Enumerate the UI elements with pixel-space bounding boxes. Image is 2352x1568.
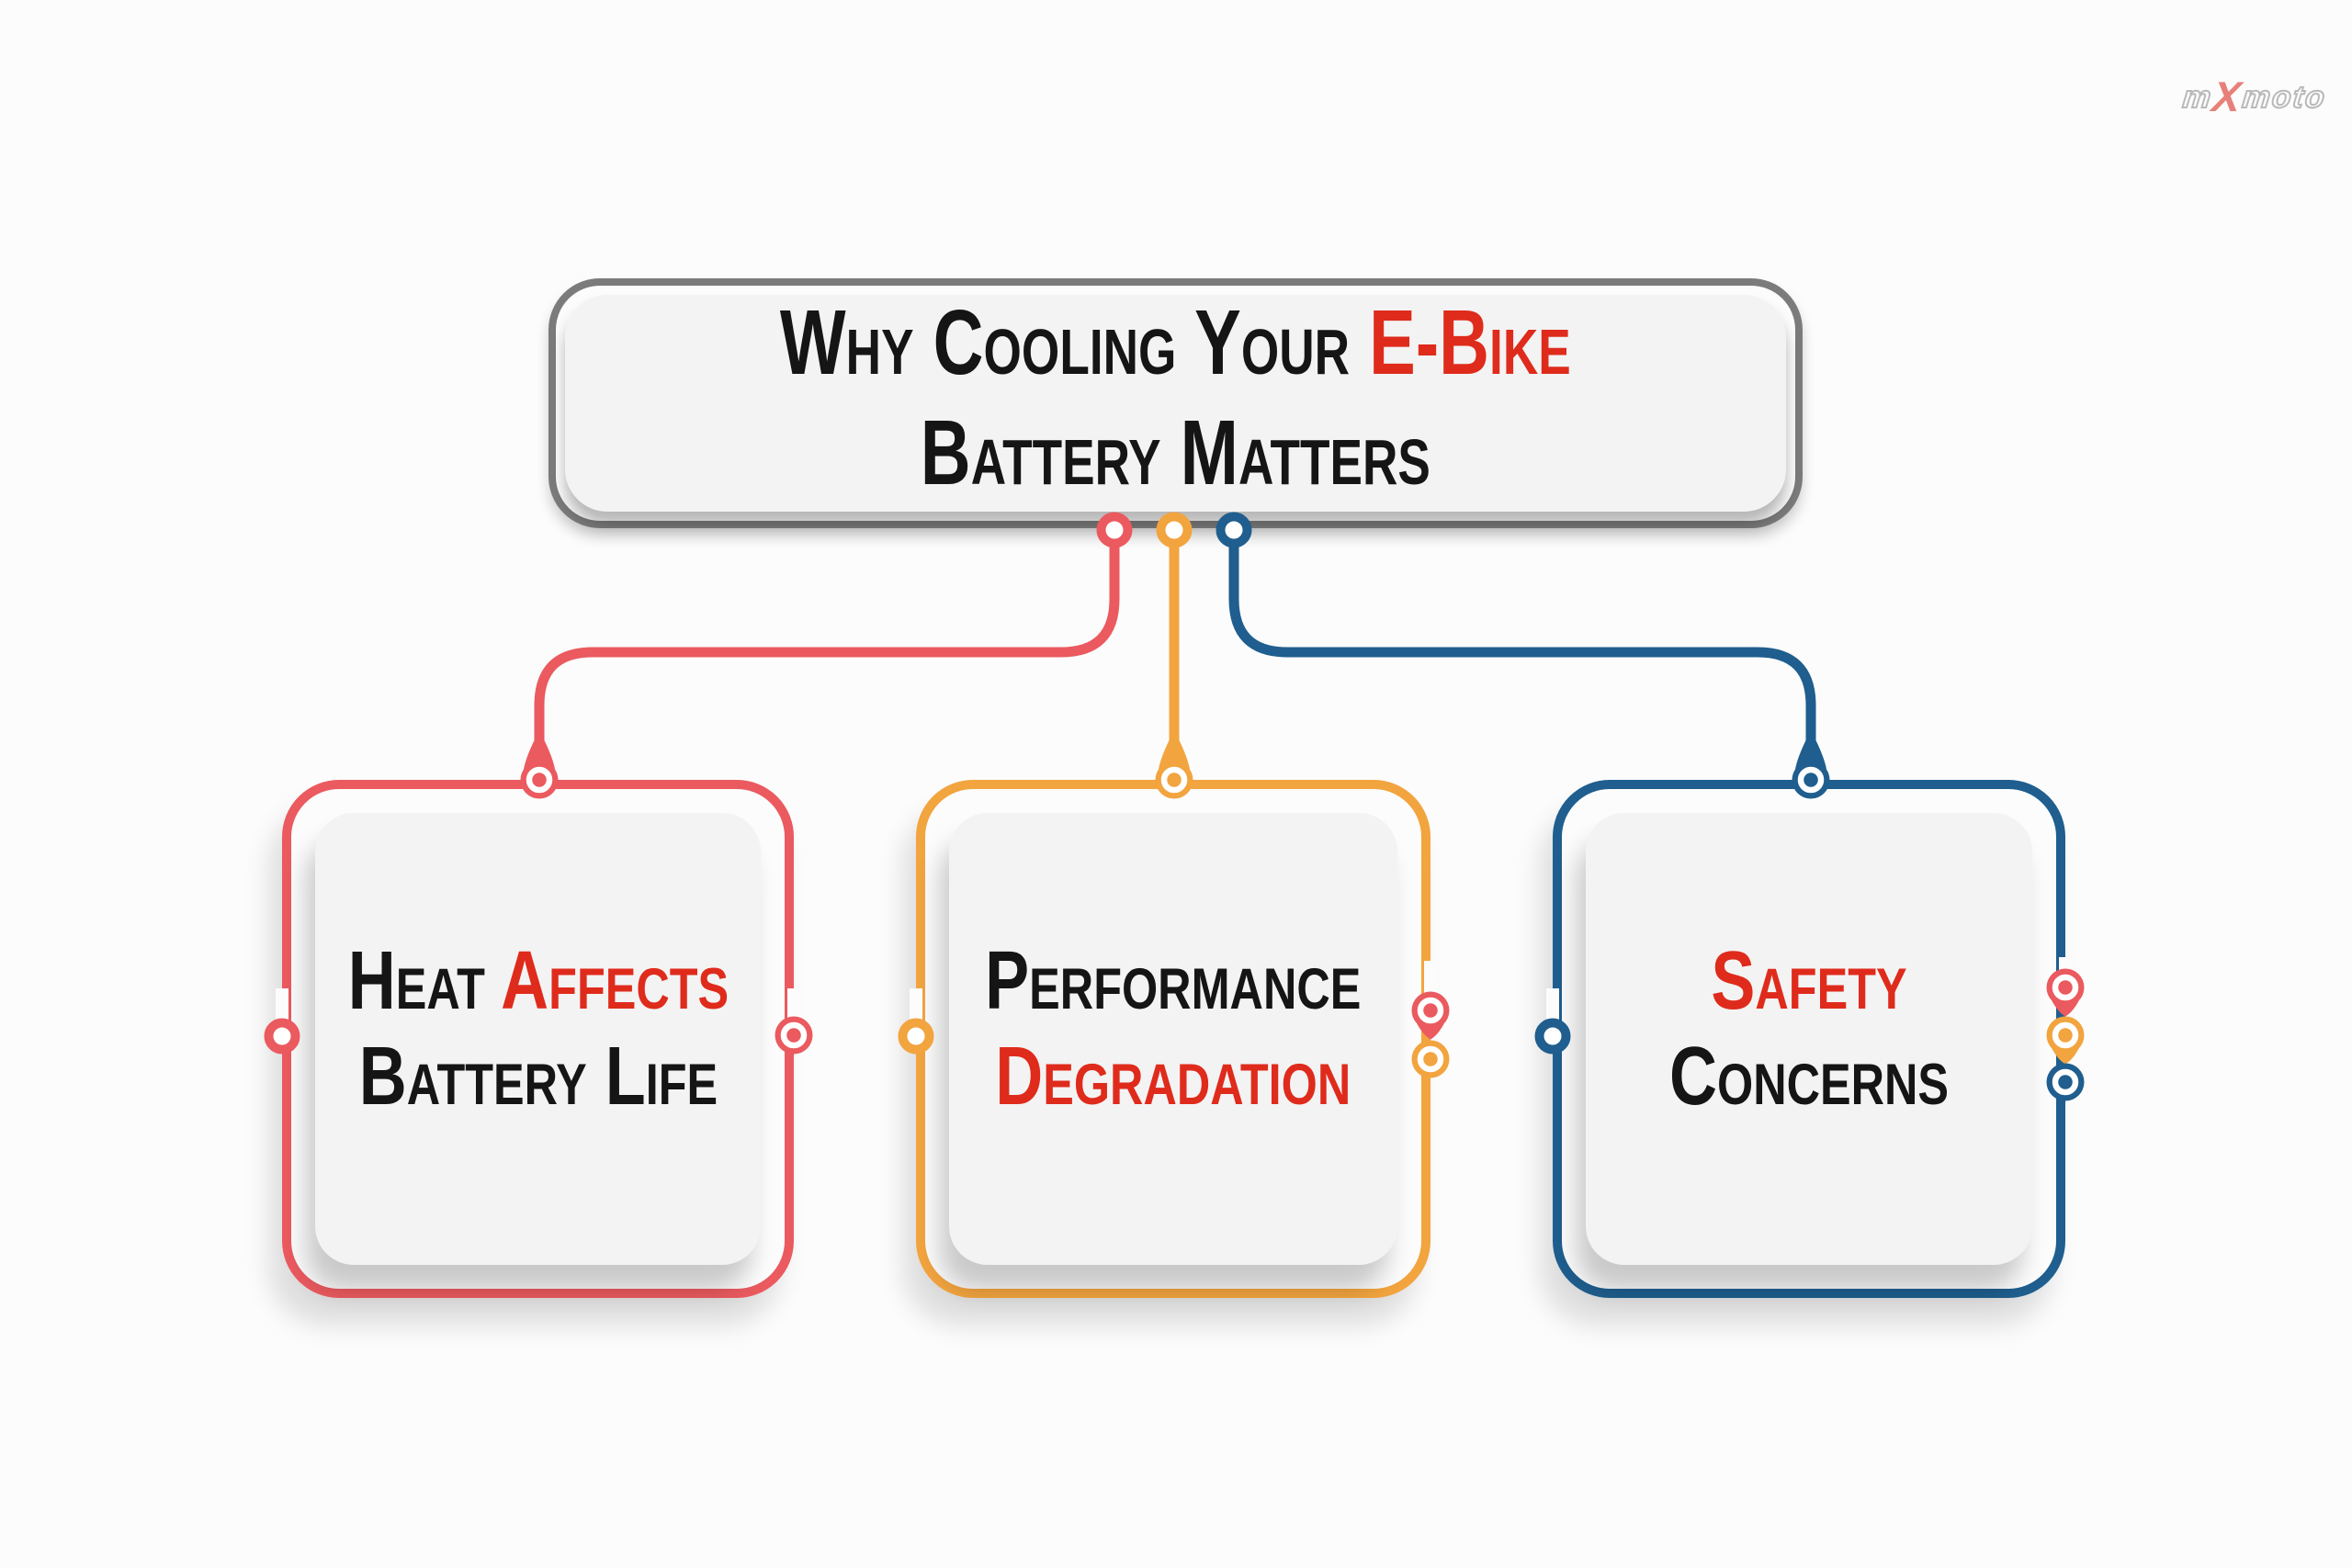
node-card: Heat Affects Battery Life xyxy=(315,813,761,1265)
node-box-heat-affects-battery-life: Heat Affects Battery Life xyxy=(282,780,794,1298)
brand-logo: mXmoto xyxy=(2180,73,2329,120)
node-box-performance-degradation: Performance Degradation xyxy=(916,780,1430,1298)
node-line-2: Battery Life xyxy=(347,1029,728,1124)
node2-line1-part1: Performance xyxy=(985,935,1362,1027)
node-line-1: Heat Affects xyxy=(347,933,728,1029)
node1-line1-part2: Affects xyxy=(500,935,729,1027)
node3-line2-part1: Concerns xyxy=(1668,1031,1950,1122)
node3-line1-part1: Safety xyxy=(1711,935,1907,1027)
node-text: Safety Concerns xyxy=(1669,933,1949,1124)
node-card: Safety Concerns xyxy=(1586,813,2032,1265)
title-line1-part2: E-Bike xyxy=(1369,291,1571,394)
connector-line-safety xyxy=(1228,532,1816,751)
title-line2-part1: Battery Matters xyxy=(920,401,1431,504)
node-text: Heat Affects Battery Life xyxy=(347,933,728,1124)
node-line-1: Safety xyxy=(1669,933,1949,1029)
logo-text-moto: moto xyxy=(2240,79,2329,116)
title-text: Why Cooling Your E-Bike Battery Matters xyxy=(780,288,1571,508)
node-line-1: Performance xyxy=(985,933,1361,1029)
node1-line2-part1: Battery Life xyxy=(358,1031,718,1122)
node-line-2: Degradation xyxy=(985,1029,1361,1124)
logo-text-m: m xyxy=(2180,79,2215,116)
node-text: Performance Degradation xyxy=(985,933,1361,1124)
title-card: Why Cooling Your E-Bike Battery Matters xyxy=(565,291,1786,512)
node1-line1-part1: Heat xyxy=(347,935,501,1027)
node-line-2: Concerns xyxy=(1669,1029,1949,1124)
title-line-2: Battery Matters xyxy=(780,398,1571,508)
title-box: Why Cooling Your E-Bike Battery Matters xyxy=(548,278,1803,528)
node-card: Performance Degradation xyxy=(949,813,1397,1265)
title-line1-part1: Why Cooling Your xyxy=(780,291,1370,394)
node-box-safety-concerns: Safety Concerns xyxy=(1553,780,2065,1298)
title-line-1: Why Cooling Your E-Bike xyxy=(780,288,1571,398)
connector-line-heat xyxy=(534,532,1120,751)
node2-line2-part1: Degradation xyxy=(995,1031,1351,1122)
